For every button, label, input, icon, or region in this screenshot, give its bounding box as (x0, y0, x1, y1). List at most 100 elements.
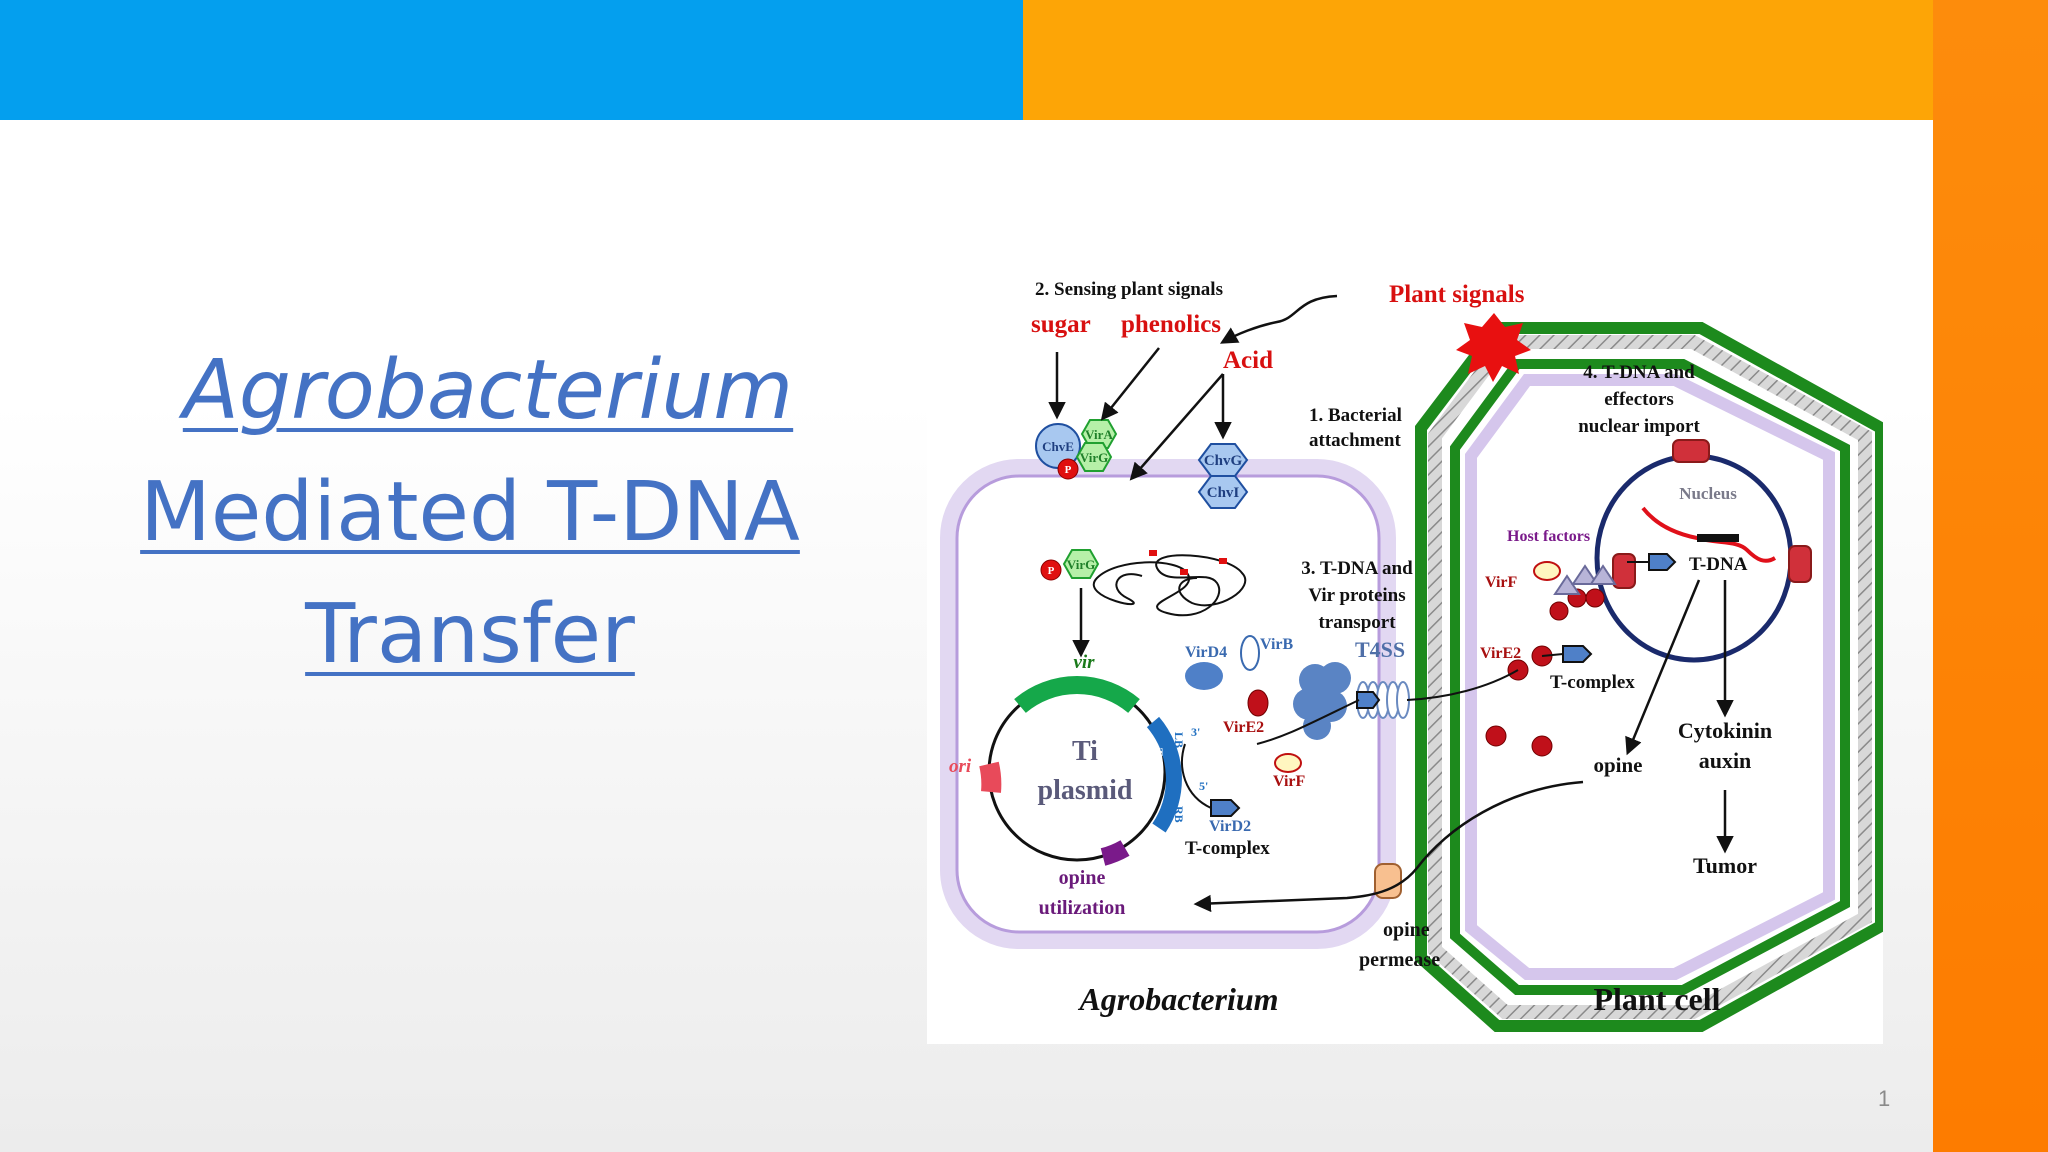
plant-cell-wall-mesh (1428, 335, 1872, 1019)
label-opine-permease-2: permease (1359, 949, 1440, 971)
vire2-cytoplasm-4 (1531, 735, 1553, 757)
label-sensing: 2. Sensing plant signals (1035, 279, 1223, 300)
ori-region (979, 761, 1002, 793)
label-opine-util-1: opine (1059, 867, 1106, 889)
label-vird4: VirD4 (1185, 644, 1227, 661)
label-vira: VirA (1085, 427, 1113, 442)
vire2-bacterium (1247, 689, 1269, 717)
opine-utilization-region (1100, 840, 1130, 866)
agrobacterium-diagram: 2. Sensing plant signals sugar phenolics… (927, 268, 1883, 1044)
label-phenolics: phenolics (1121, 311, 1221, 338)
plant-signal-burst-icon (1456, 313, 1531, 382)
host-factor-2 (1571, 564, 1599, 585)
slide-title[interactable]: Agrobacterium Mediated T-DNA Transfer (120, 330, 820, 696)
label-import-1: 4. T-DNA and (1583, 362, 1695, 383)
acid-arrow-left (1129, 373, 1224, 481)
chvi-receptor (1197, 475, 1249, 509)
title-line-1[interactable]: Agrobacterium (182, 343, 794, 438)
chromosomal-dna-strand (1641, 506, 1777, 563)
label-agrobacterium: Agrobacterium (1077, 981, 1278, 1017)
header-bar-amber (1023, 0, 1933, 120)
plant-cell-wall-outer (1415, 322, 1883, 1032)
label-transport-3: transport (1318, 612, 1396, 633)
virg-top (1075, 442, 1113, 472)
plant-cell-wall-inner (1450, 359, 1850, 995)
header-bar-blue (0, 0, 1023, 120)
label-vir: vir (1073, 652, 1095, 673)
label-opine: opine (1593, 753, 1642, 777)
vire2-plant-1 (1549, 601, 1569, 621)
t4ss-channel (1293, 662, 1410, 740)
label-attachment-1: 1. Bacterial (1309, 405, 1402, 426)
label-virf-bacterium: VirF (1273, 773, 1306, 790)
label-import-2: effectors (1604, 389, 1674, 410)
host-factor-3 (1589, 564, 1617, 585)
tdna-nuclear-import (1648, 553, 1677, 571)
virb-protein (1240, 635, 1260, 671)
label-t4ss: T4SS (1355, 637, 1405, 662)
label-5prime: 5' (1199, 779, 1208, 793)
tcomplex-plant (1562, 645, 1593, 663)
vire2-transfer-path (1256, 699, 1360, 745)
label-host-factors: Host factors (1507, 528, 1590, 545)
label-opine-util-2: utilization (1039, 897, 1126, 919)
label-ti: Ti (1072, 736, 1098, 767)
tdna-to-opine-arrow (1625, 579, 1701, 756)
nuclear-pore-top (1672, 439, 1710, 463)
label-ori: ori (949, 756, 972, 777)
bacterial-chromosome (1092, 554, 1246, 617)
label-vire2-plant: VirE2 (1480, 645, 1521, 662)
label-plant-cell: Plant cell (1593, 981, 1720, 1017)
label-chvi: ChvI (1207, 485, 1240, 501)
side-bar-orange (1933, 0, 2048, 1152)
label-opine-permease-1: opine (1383, 919, 1430, 941)
plant-signals-arrow (1219, 294, 1338, 344)
opine-permease (1374, 863, 1402, 899)
label-sugar: sugar (1031, 311, 1091, 338)
label-plant-signals: Plant signals (1389, 281, 1525, 308)
vir-region (1014, 676, 1140, 714)
virf-bacterium (1274, 753, 1302, 773)
label-lb: LB (1172, 732, 1186, 748)
phosphate-2 (1040, 559, 1062, 581)
label-tcomplex-plant: T-complex (1550, 672, 1635, 693)
export-path (1406, 669, 1519, 701)
label-vird2: VirD2 (1209, 818, 1251, 835)
label-virg-top: VirG (1080, 450, 1108, 465)
chromosome-mark-2 (1180, 569, 1188, 575)
label-chvg: ChvG (1204, 453, 1243, 469)
label-nucleus: Nucleus (1679, 484, 1737, 503)
nuclear-pore-right (1788, 545, 1812, 583)
label-import-3: nuclear import (1578, 416, 1700, 437)
phenolics-arrow (1100, 347, 1160, 421)
integrated-tdna-bar (1697, 534, 1739, 542)
label-rb: RB (1172, 806, 1186, 823)
vird2-tcomplex (1210, 799, 1241, 817)
label-virf-plant: VirF (1485, 574, 1518, 591)
vird4-protein (1185, 662, 1223, 690)
title-line-2[interactable]: Mediated T-DNA (140, 465, 800, 560)
label-acid: Acid (1223, 347, 1273, 374)
label-p2: P (1048, 565, 1055, 577)
label-p1: P (1065, 464, 1072, 476)
label-transport-2: Vir proteins (1308, 585, 1405, 606)
ti-plasmid-ring (987, 682, 1167, 862)
virg-middle (1062, 549, 1100, 579)
label-plasmid: plasmid (1038, 775, 1133, 806)
title-line-3[interactable]: Transfer (305, 587, 635, 682)
tcomplex-plant-link (1541, 653, 1564, 657)
chromosome-mark-1 (1219, 558, 1227, 564)
label-auxin: auxin (1699, 748, 1752, 773)
label-tcomplex-bacterium: T-complex (1185, 838, 1270, 859)
label-virg-middle: VirG (1067, 557, 1095, 572)
label-vire2-bacterium: VirE2 (1223, 719, 1264, 736)
tcomplex-strand (1181, 743, 1212, 809)
virf-plant (1533, 561, 1561, 581)
label-virb: VirB (1260, 636, 1294, 653)
label-tumor: Tumor (1693, 853, 1757, 878)
tdna-region (1146, 716, 1182, 833)
label-attachment-2: attachment (1309, 430, 1401, 451)
label-tdna: T-DNA (1689, 554, 1748, 575)
nuclear-pore-left (1612, 553, 1636, 589)
label-transport-1: 3. T-DNA and (1301, 558, 1413, 579)
